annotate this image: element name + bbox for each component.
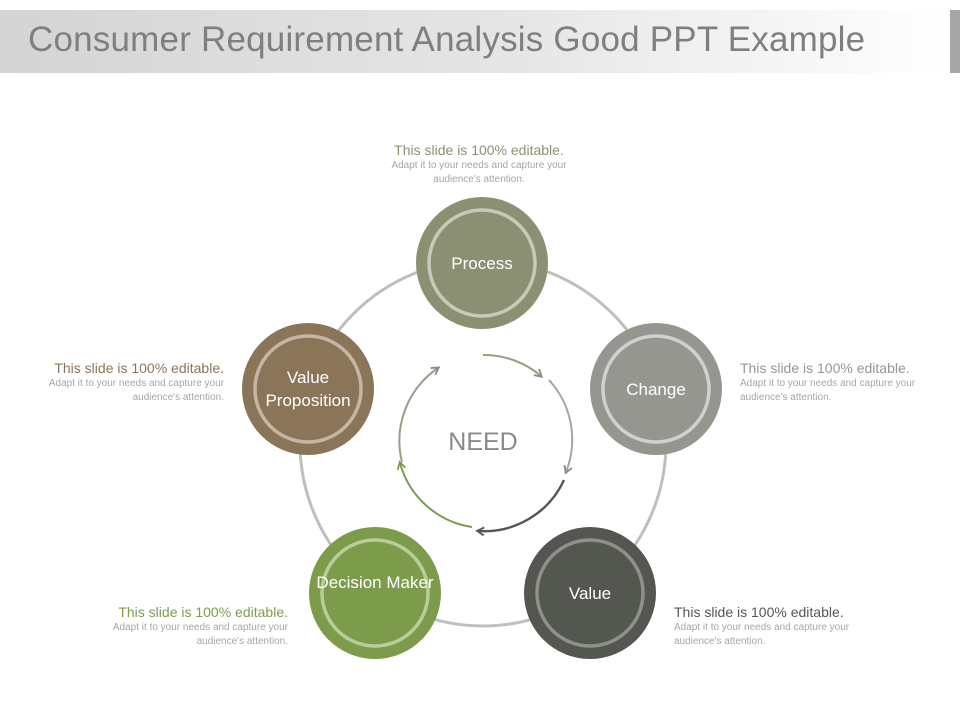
node-label-decision-maker: Decision Maker (316, 573, 434, 592)
node-change (590, 323, 722, 455)
slide-title: Consumer Requirement Analysis Good PPT E… (28, 20, 866, 59)
cycle-arrow-bottom (475, 479, 566, 537)
note-bottom-right: This slide is 100% editable. Adapt it to… (674, 604, 904, 649)
note-bottom-left: This slide is 100% editable. Adapt it to… (58, 604, 288, 649)
title-bar (0, 10, 950, 73)
note-left: This slide is 100% editable. Adapt it to… (0, 360, 224, 405)
node-label-value: Value (568, 584, 612, 603)
node-value (524, 527, 656, 659)
note-left-body: Adapt it to your needs and capture your … (48, 378, 224, 403)
title-accent-bar (950, 10, 960, 73)
node-value-proposition (242, 323, 374, 455)
note-bottom-left-head: This slide is 100% editable. (118, 604, 288, 620)
note-bottom-right-head: This slide is 100% editable. (674, 604, 844, 620)
cycle-arrow-right (548, 379, 574, 475)
cycle-arrow-top-left (398, 366, 441, 463)
note-bottom-right-body: Adapt it to your needs and capture your … (674, 622, 850, 647)
note-top: This slide is 100% editable. Adapt it to… (364, 142, 594, 187)
node-decision-maker (309, 527, 441, 659)
cycle-arrow-bottom-left (396, 460, 473, 528)
note-bottom-left-body: Adapt it to your needs and capture your … (112, 622, 288, 647)
note-top-body: Adapt it to your needs and capture your … (391, 160, 567, 185)
node-label-change: Change (626, 380, 686, 399)
note-right-body: Adapt it to your needs and capture your … (740, 378, 916, 403)
note-right: This slide is 100% editable. Adapt it to… (740, 360, 960, 405)
cycle-arrow-top-right (482, 353, 544, 378)
note-top-head: This slide is 100% editable. (394, 142, 564, 158)
node-process (416, 197, 548, 329)
node-label-process: Process (451, 254, 513, 273)
note-right-head: This slide is 100% editable. (740, 360, 910, 376)
note-left-head: This slide is 100% editable. (54, 360, 224, 376)
center-label: NEED (448, 428, 518, 456)
node-label-value-proposition: Value Proposition (265, 368, 351, 410)
